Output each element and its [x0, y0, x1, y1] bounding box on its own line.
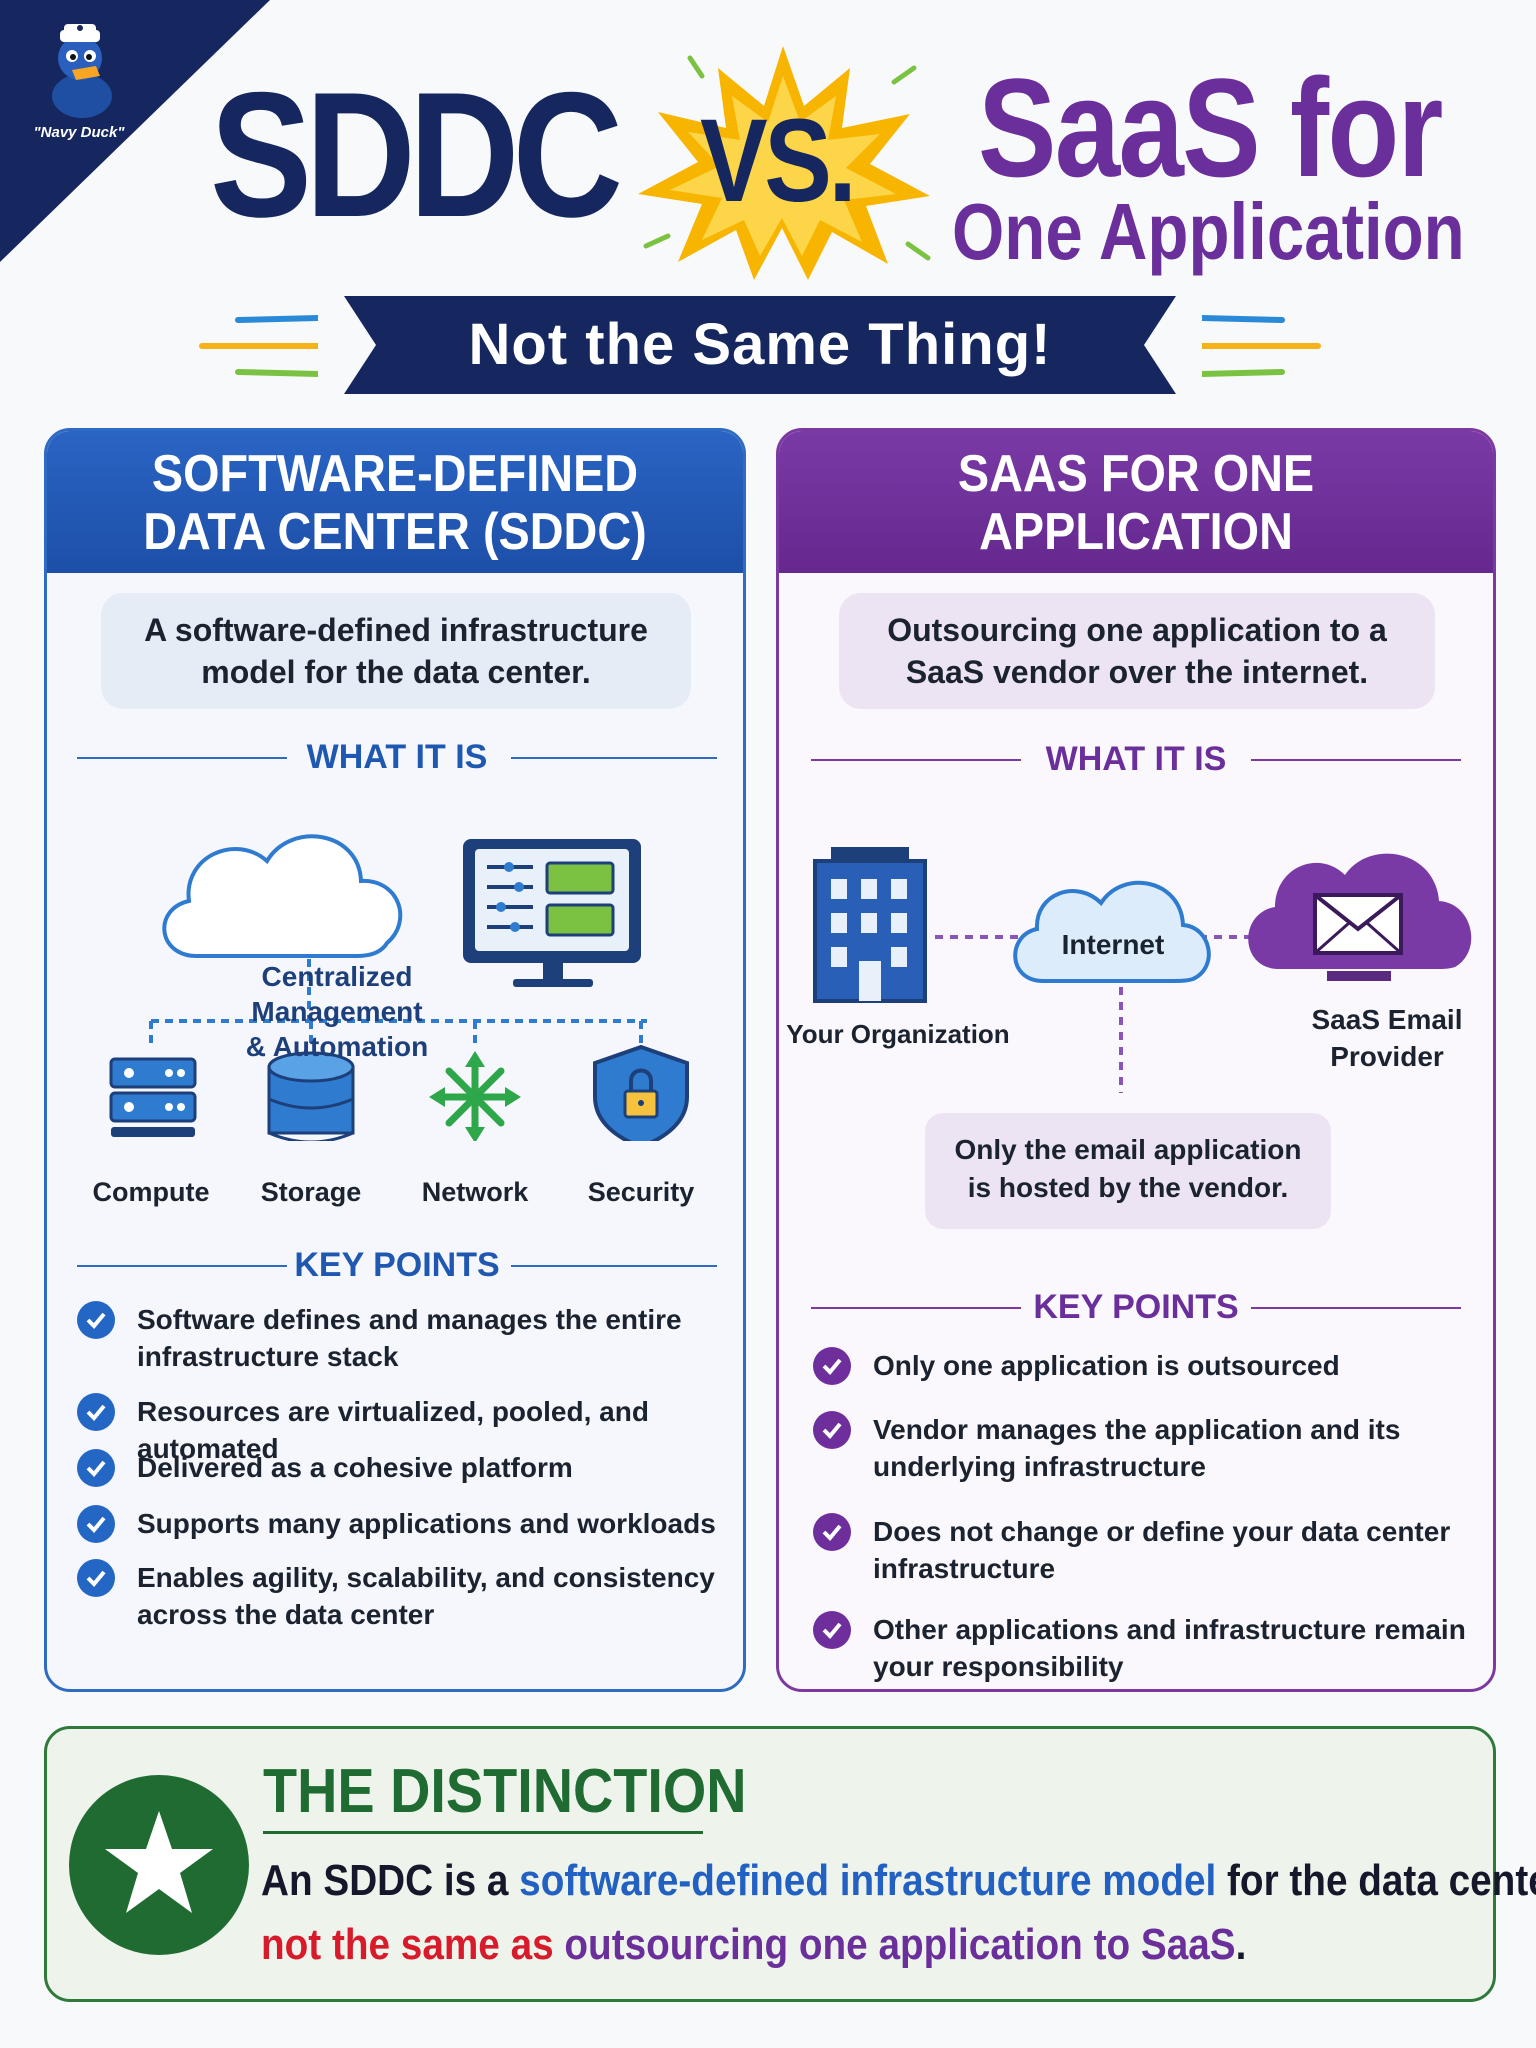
- saas-key-point: Does not change or define your data cent…: [813, 1513, 1450, 1587]
- network-arrows-icon: [429, 1051, 521, 1141]
- cloud-icon: [162, 834, 403, 958]
- check-circle-icon: [813, 1347, 851, 1385]
- check-circle-icon: [77, 1393, 115, 1431]
- sddc-key-point: Resources are virtualized, pooled, and a…: [77, 1393, 743, 1467]
- sddc-key-point: Supports many applications and workloads: [77, 1505, 716, 1543]
- component-network-label: Network: [421, 1177, 529, 1207]
- duck-mascot-icon: [0, 0, 270, 262]
- sddc-what-it-is-heading: WHAT IT IS: [77, 737, 717, 777]
- sddc-key-point: Enables agility, scalability, and consis…: [77, 1559, 715, 1633]
- speed-lines-right-icon: [1202, 315, 1321, 377]
- saas-key-point: Only one application is outsourced: [813, 1347, 1340, 1385]
- saas-summary-line1: Outsourcing one application to a: [887, 612, 1387, 648]
- sddc-summary-line2: model for the data center.: [201, 654, 591, 690]
- cloud-label: Centralized Management & Automation: [245, 961, 429, 1062]
- saas-note: Only the email application is hosted by …: [925, 1113, 1331, 1229]
- shield-lock-icon: [593, 1044, 689, 1141]
- database-icon: [267, 1051, 355, 1141]
- distinction-line1: An SDDC is a software-defined infrastruc…: [261, 1856, 1536, 1905]
- sddc-heading-line2: DATA CENTER (SDDC): [143, 503, 647, 561]
- title-one-application: One Application: [952, 187, 1465, 276]
- office-building-icon: [813, 847, 927, 1003]
- saas-summary-line2: SaaS vendor over the internet.: [905, 654, 1369, 690]
- internet-label: Internet: [1061, 929, 1165, 960]
- saas-key-point: Other applications and infrastructure re…: [813, 1611, 1466, 1685]
- sddc-key-points-heading: KEY POINTS: [77, 1245, 717, 1285]
- sddc-key-point: Delivered as a cohesive platform: [77, 1449, 573, 1487]
- check-circle-icon: [813, 1513, 851, 1551]
- monitor-dashboard-icon: [463, 839, 641, 987]
- title-saas-for: SaaS for: [978, 49, 1443, 206]
- server-rack-icon: [109, 1057, 197, 1137]
- saas-what-it-is-heading: WHAT IT IS: [811, 739, 1461, 779]
- component-compute-label: Compute: [92, 1177, 210, 1207]
- saas-provider-label: SaaS Email Provider: [1311, 1004, 1463, 1072]
- check-circle-icon: [813, 1411, 851, 1449]
- title-sddc: SDDC: [210, 55, 623, 254]
- saas-key-points-heading: KEY POINTS: [811, 1287, 1461, 1327]
- distinction-underline: [263, 1831, 703, 1834]
- component-security-label: Security: [587, 1177, 695, 1207]
- banner-ribbon: [344, 296, 1176, 394]
- internet-cloud-icon: [1013, 880, 1211, 983]
- check-circle-icon: [813, 1611, 851, 1649]
- sddc-summary: A software-defined infrastructure model …: [101, 593, 691, 709]
- saas-heading: SAAS FOR ONE APPLICATION: [779, 431, 1493, 573]
- sddc-panel: SOFTWARE-DEFINED DATA CENTER (SDDC) A so…: [44, 428, 746, 1692]
- starburst-icon: [638, 46, 931, 280]
- saas-heading-line1: SAAS FOR ONE: [957, 445, 1315, 503]
- distinction-title: THE DISTINCTION: [263, 1757, 747, 1826]
- sddc-heading: SOFTWARE-DEFINED DATA CENTER (SDDC): [47, 431, 743, 573]
- check-circle-icon: [77, 1559, 115, 1597]
- distinction-box: THE DISTINCTION An SDDC is a software-de…: [44, 1726, 1536, 2002]
- logo-label: "Navy Duck": [33, 124, 125, 141]
- saas-heading-line2: APPLICATION: [979, 503, 1293, 561]
- saas-summary: Outsourcing one application to a SaaS ve…: [839, 593, 1435, 709]
- logo-corner: [0, 0, 270, 262]
- star-icon: [69, 1775, 249, 1955]
- banner-text: Not the Same Thing!: [468, 312, 1052, 377]
- distinction-line2: not the same as outsourcing one applicat…: [261, 1920, 1247, 1969]
- check-circle-icon: [77, 1449, 115, 1487]
- sddc-summary-line1: A software-defined infrastructure: [144, 612, 648, 648]
- saas-diagram: [813, 847, 1472, 1093]
- envelope-cloud-icon: [1248, 853, 1472, 981]
- component-storage-label: Storage: [260, 1177, 362, 1207]
- title-vs: VS.: [700, 95, 857, 227]
- check-circle-icon: [77, 1301, 115, 1339]
- speed-lines-left-icon: [199, 315, 318, 377]
- sddc-diagram: [109, 834, 689, 1141]
- saas-panel: SAAS FOR ONE APPLICATION Outsourcing one…: [776, 428, 1496, 1692]
- organization-label: Your Organization: [786, 1019, 1010, 1049]
- sddc-heading-line1: SOFTWARE-DEFINED: [151, 445, 639, 503]
- check-circle-icon: [77, 1505, 115, 1543]
